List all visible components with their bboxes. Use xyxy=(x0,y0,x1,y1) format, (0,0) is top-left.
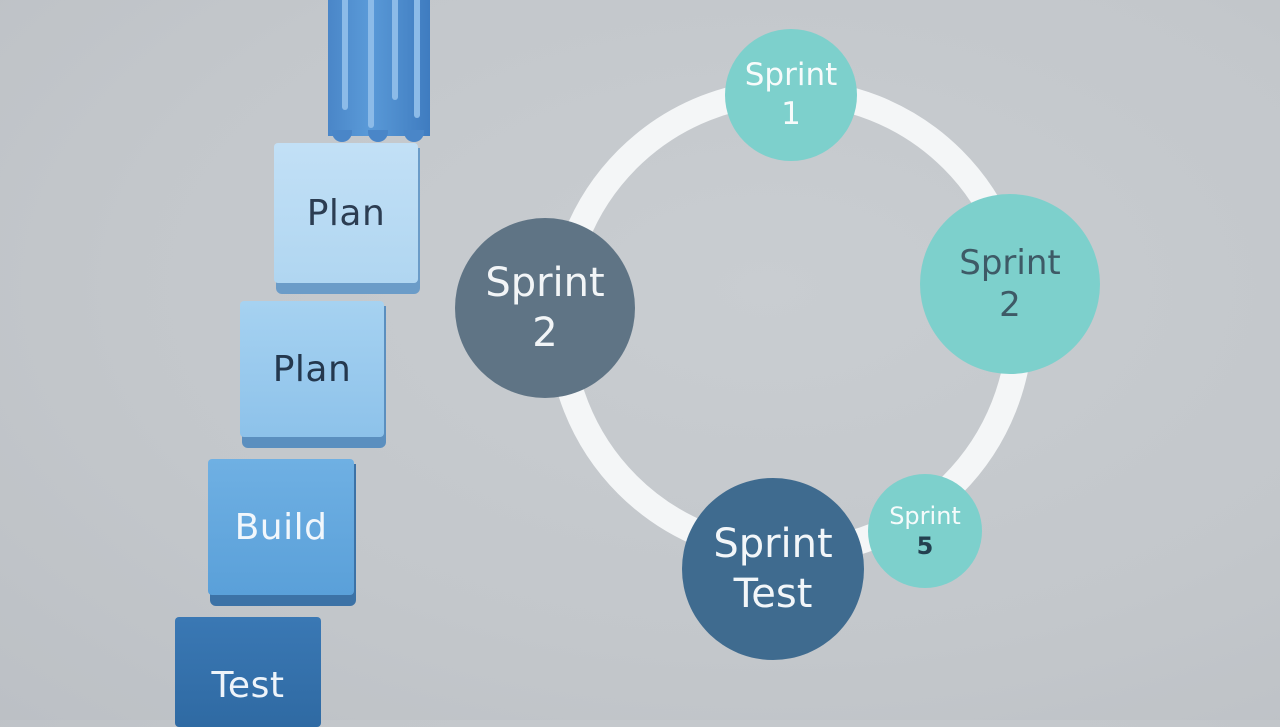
sprint-node-2-right: Sprint 2 xyxy=(920,194,1100,374)
node-line2: Test xyxy=(733,571,813,617)
sprint-node-2-left: Sprint 2 xyxy=(455,218,635,398)
stream-drip xyxy=(404,130,424,142)
node-line2: 5 xyxy=(916,532,934,560)
block-label: Plan xyxy=(272,348,352,390)
waterfall-block-build: Build xyxy=(208,459,354,595)
sprint-node-test: Sprint Test xyxy=(682,478,864,660)
sprint-node-1: Sprint 1 xyxy=(725,29,857,161)
stream-stripe xyxy=(414,0,420,118)
stream-stripe xyxy=(392,0,398,100)
block-label: Test xyxy=(211,665,285,706)
node-line1: Sprint xyxy=(959,242,1061,283)
waterfall-stream xyxy=(328,0,430,142)
stream-stripe xyxy=(368,0,374,128)
stream-drip xyxy=(332,130,352,142)
block-label: Plan xyxy=(306,192,386,234)
node-line1: Sprint xyxy=(485,260,605,306)
node-line1: Sprint xyxy=(889,502,961,530)
sprint-node-5: Sprint 5 xyxy=(868,474,982,588)
node-line2: 2 xyxy=(532,310,558,356)
waterfall-block-test: Test xyxy=(175,617,321,727)
block-label: Build xyxy=(234,506,328,548)
node-line1: Sprint xyxy=(744,57,838,94)
node-line2: 1 xyxy=(781,96,801,132)
stream-stripe xyxy=(342,0,348,110)
waterfall-block-plan-2: Plan xyxy=(240,301,384,437)
node-line1: Sprint xyxy=(713,521,833,567)
node-line2: 2 xyxy=(999,285,1021,325)
stream-drip xyxy=(368,130,388,142)
waterfall-block-plan-1: Plan xyxy=(274,143,418,283)
